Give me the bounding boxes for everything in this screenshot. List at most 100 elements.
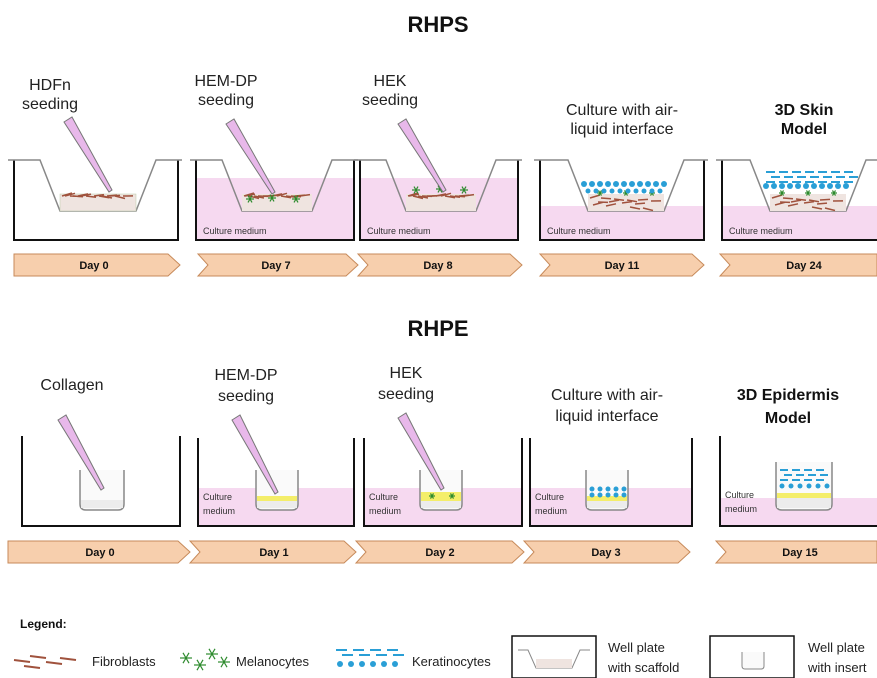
melanocyte-mark <box>180 652 192 664</box>
culture-medium-label: Culture medium <box>729 226 793 236</box>
fibroblast-mark <box>85 195 97 198</box>
day-label: Day 24 <box>786 260 822 272</box>
legend-fibroblasts: Fibroblasts <box>92 654 156 669</box>
legend-title: Legend: <box>20 617 67 631</box>
keratinocyte-mark <box>609 188 615 194</box>
rhpe-well-2: Culture medium <box>197 438 355 527</box>
rhpe-step-4-line1: Culture with air- <box>551 387 663 404</box>
keratinocyte-mark <box>392 661 398 667</box>
fibroblast-mark <box>412 195 424 200</box>
keratinocyte-mark <box>601 188 607 194</box>
rhps-well-3: Culture medium <box>354 159 522 241</box>
melanocyte-mark <box>218 656 230 668</box>
keratinocyte-mark <box>381 661 387 667</box>
fibroblast-mark <box>299 193 311 197</box>
melanocyte-mark <box>460 186 468 194</box>
keratinocyte-mark <box>637 181 643 187</box>
fibroblast-mark <box>613 198 625 201</box>
keratinocyte-mark <box>763 183 769 189</box>
rhpe-step-1-line1: Collagen <box>40 377 103 394</box>
fibroblast-mark <box>795 198 807 201</box>
culture-medium-label: Culture medium <box>547 226 611 236</box>
keratinocyte-mark <box>806 483 812 489</box>
rhpe-melanocytes <box>429 493 455 499</box>
fibroblast-scaffold <box>406 194 476 211</box>
melanocyte-mark <box>412 186 420 194</box>
keratinocyte-mark <box>589 486 595 492</box>
keratinocyte-mark <box>348 661 354 667</box>
rhps-title: RHPS <box>407 12 468 37</box>
rhps-step-1-line1: HDFn <box>29 77 71 94</box>
melanocyte-mark <box>194 659 206 671</box>
culture-medium-label: Culture <box>203 492 232 502</box>
keratinocyte-mark <box>779 483 785 489</box>
legend-insert-line1: Well plate <box>808 640 865 655</box>
fibroblast-mark <box>440 192 452 197</box>
fibroblast-mark <box>600 197 612 200</box>
culture-medium-label: Culture <box>535 492 564 502</box>
day-label: Day 3 <box>591 547 620 559</box>
fibroblast-mark <box>787 203 799 207</box>
day-label: Day 7 <box>261 260 290 272</box>
melanocyte-mark <box>449 493 455 499</box>
melanocyte-layer <box>777 493 831 498</box>
melanocyte-mark <box>429 493 435 499</box>
day-label: Day 2 <box>425 547 454 559</box>
keratinocyte-mark <box>803 183 809 189</box>
keratinocyte-mark <box>581 181 587 187</box>
fibroblast-mark <box>824 207 836 212</box>
rhpe-step-5-line1: 3D Epidermis <box>737 387 839 404</box>
rhpe-step-2-line1: HEM-DP <box>214 367 277 384</box>
keratinocyte-mark <box>797 483 803 489</box>
legend-melanocytes: Melanocytes <box>236 654 309 669</box>
fibroblast-mark <box>64 192 76 197</box>
rhpe-step-3-line2: seeding <box>378 386 434 403</box>
keratinocyte-mark <box>621 181 627 187</box>
melanocyte-layer <box>587 496 627 501</box>
rhpe-well-3: Culture medium <box>363 438 523 527</box>
keratinocyte-mark <box>589 492 595 498</box>
rhps-step-3-line2: seeding <box>362 92 418 109</box>
rhpe-pipette-2 <box>231 414 279 495</box>
keratinocyte-mark <box>633 188 639 194</box>
keratinocyte-mark <box>605 181 611 187</box>
fibroblast-mark <box>782 197 794 200</box>
keratinocyte-mark <box>621 492 627 498</box>
keratinocyte-mark <box>597 486 603 492</box>
fibroblast-mark <box>816 202 828 205</box>
collagen-layer <box>421 501 461 508</box>
fibroblast-mark <box>626 199 638 203</box>
keratinocyte-mark <box>788 483 794 489</box>
day-arrow <box>13 253 181 277</box>
culture-medium-label: medium <box>725 504 757 514</box>
keratinocyte-mark <box>657 188 663 194</box>
culture-medium-label: medium <box>369 506 401 516</box>
fibroblast-mark <box>253 195 265 199</box>
keratinocyte-mark <box>337 661 343 667</box>
rhpe-pipette-1 <box>57 414 105 491</box>
keratinocyte-mark <box>605 492 611 498</box>
keratinocyte-mark <box>653 181 659 187</box>
keratinocyte-mark <box>771 183 777 189</box>
fibroblast-mark <box>417 195 429 199</box>
culture-medium-label: Culture medium <box>203 226 267 236</box>
rhps-step-2-line2: seeding <box>198 92 254 109</box>
fibroblast-mark <box>244 193 256 197</box>
melanocyte-mark <box>779 190 785 196</box>
keratinocyte-mark <box>824 483 830 489</box>
rhps-timeline: Day 0 Day 7 Day 8 Day 11 Day 24 <box>13 253 877 277</box>
fibroblast-mark <box>811 206 823 210</box>
keratinocyte-mark <box>629 181 635 187</box>
fibroblast-mark <box>790 199 802 203</box>
melanocyte-mark <box>292 195 300 203</box>
legend-melanocyte-icon <box>180 648 230 671</box>
day-arrow <box>714 540 877 564</box>
fibroblast-mark <box>45 661 63 665</box>
fibroblast-mark <box>13 659 31 663</box>
fibroblast-mark <box>454 195 466 198</box>
legend-scaffold-line1: Well plate <box>608 640 665 655</box>
fibroblast-mark <box>29 655 47 659</box>
rhps-step-4-line1: Culture with air- <box>566 102 678 119</box>
keratinocyte-mark <box>795 183 801 189</box>
